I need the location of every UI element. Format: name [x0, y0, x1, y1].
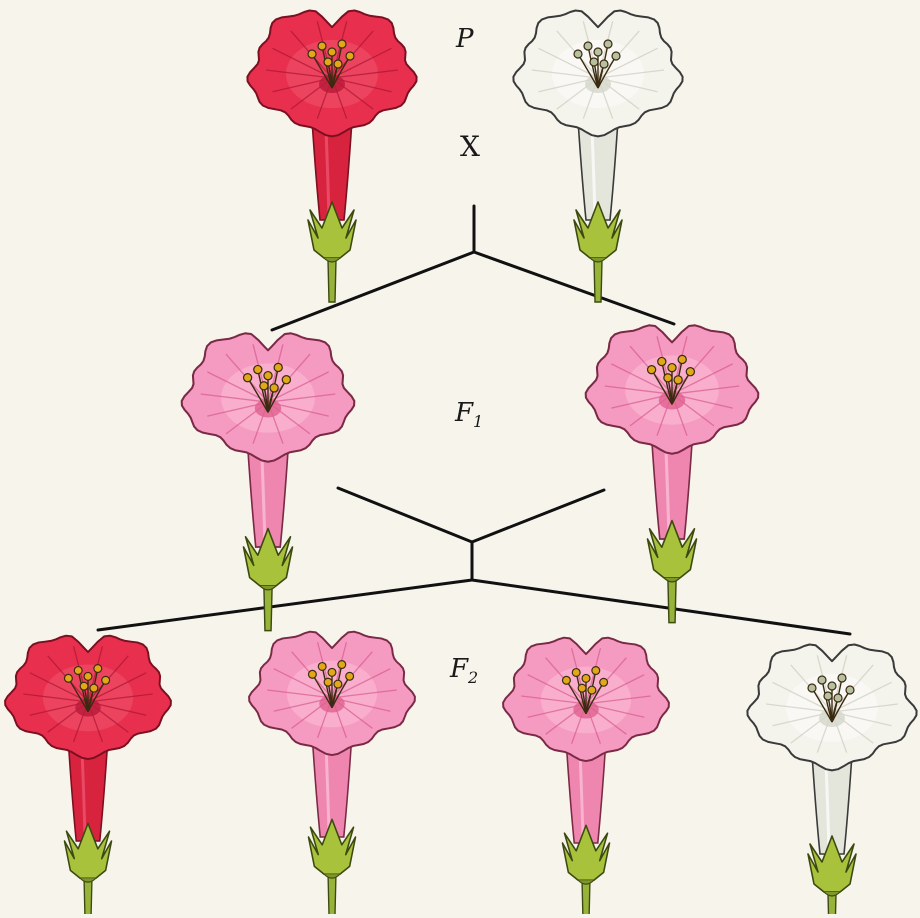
f1-flower-pink-2: [586, 325, 759, 622]
label-f2: F2: [450, 656, 478, 686]
parental-flower-red-1: [247, 11, 416, 303]
label-parental: P: [456, 26, 474, 52]
f1-cross-right: [472, 490, 604, 542]
f2-branch-right: [472, 580, 850, 634]
calyx: [64, 823, 111, 878]
stem: [582, 882, 590, 914]
f2-flower-pink-2: [249, 632, 415, 914]
cross-to-f1-left: [272, 252, 474, 330]
stem: [264, 588, 272, 631]
stem: [828, 894, 836, 914]
calyx: [648, 521, 697, 578]
stem: [84, 880, 92, 914]
calyx: [308, 819, 355, 874]
stem: [328, 260, 336, 302]
f1-cross-left: [338, 488, 472, 542]
calyx: [308, 202, 356, 258]
calyx: [244, 529, 293, 586]
calyx: [562, 825, 609, 880]
stem: [668, 580, 676, 623]
stem: [594, 260, 602, 302]
calyx: [808, 836, 856, 892]
calyx: [574, 202, 622, 258]
f2-flower-pink-3: [503, 638, 669, 914]
f2-flower-white-4: [747, 645, 916, 915]
cross-to-f1-right: [474, 252, 674, 324]
stem: [328, 876, 336, 914]
label-f1: F1: [455, 400, 483, 430]
f2-flower-red-1: [5, 636, 171, 914]
label-cross: X: [460, 133, 480, 161]
f2-branch-left: [98, 580, 472, 630]
parental-flower-white-2: [513, 11, 682, 303]
f1-flower-pink-1: [182, 333, 355, 630]
